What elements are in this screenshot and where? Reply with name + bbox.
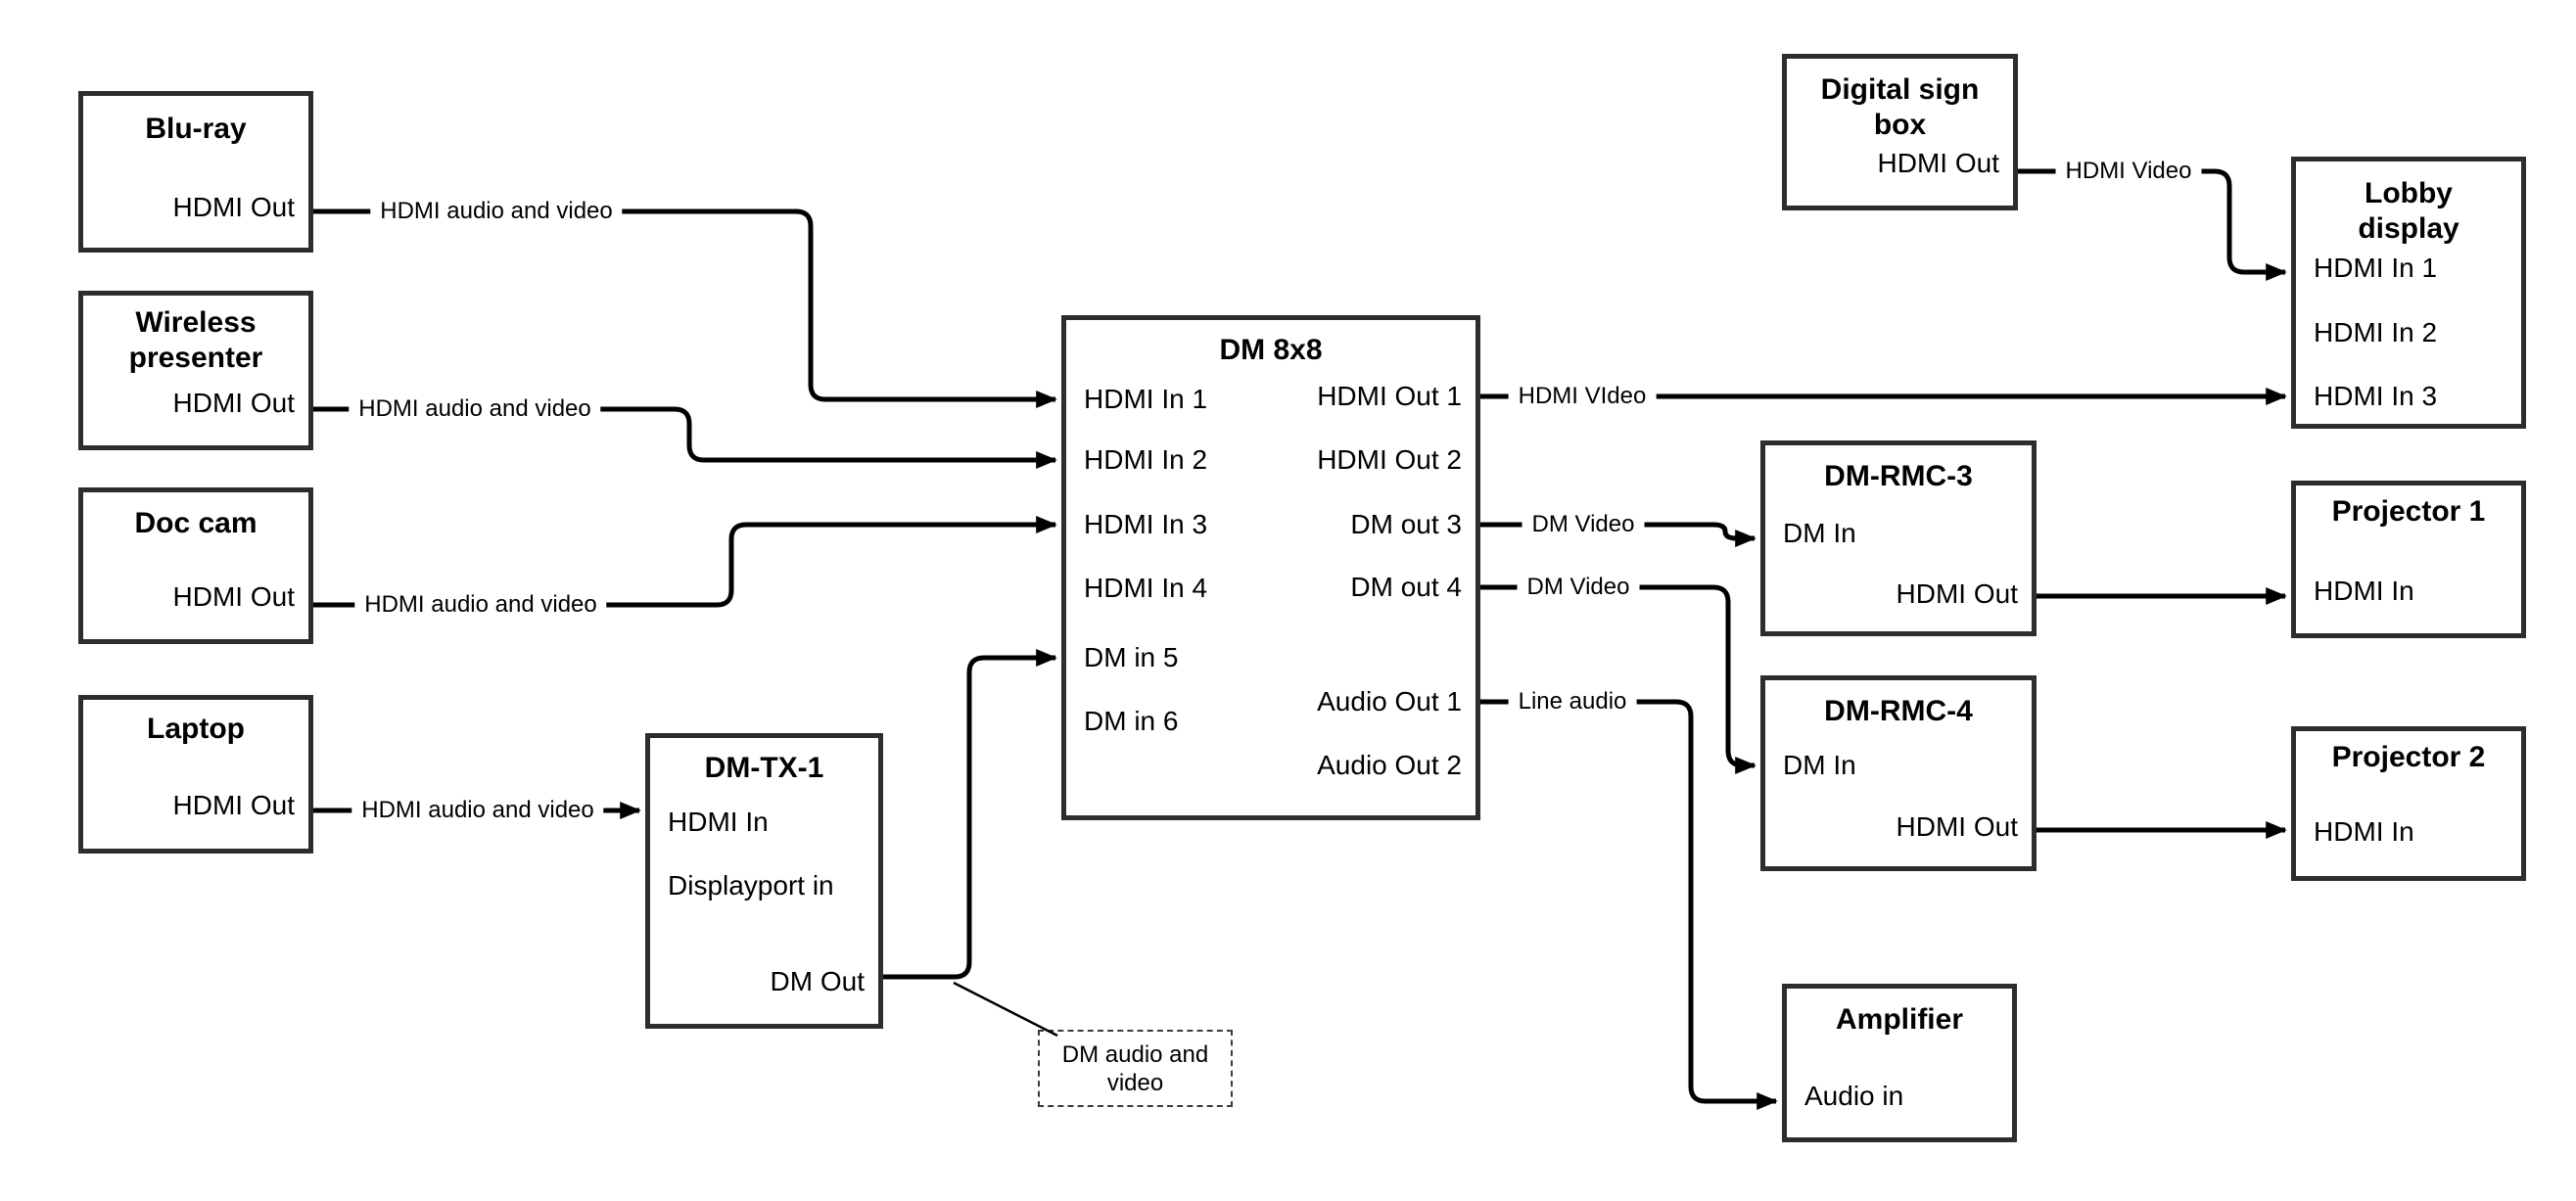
wire-label-hdmi-video-out1: HDMI VIdeo	[1508, 382, 1657, 411]
wire-label-dm-video-out3: DM Video	[1522, 510, 1645, 539]
wire-label-dm-video-out4: DM Video	[1517, 573, 1640, 602]
port-dm-out: DM Out	[770, 966, 865, 996]
wire-bluray-to-dm8x8-in1	[313, 208, 1057, 408]
port-hdmi-out: HDMI Out	[1896, 811, 2018, 842]
node-title: DM-TX-1	[704, 752, 824, 784]
port-hdmi-out: HDMI Out	[172, 192, 295, 222]
note-leader-line	[953, 981, 1058, 1038]
wire-label-hdmi-audio-video-3: HDMI audio and video	[354, 590, 607, 620]
wire-label-hdmi-video-sign: HDMI Video	[2055, 157, 2202, 186]
node-dm-8x8-switcher: DM 8x8 HDMI In 1 HDMI In 2 HDMI In 3 HDM…	[1061, 315, 1480, 820]
port-hdmi-in: HDMI In	[2314, 816, 2414, 847]
node-projector-1: Projector 1 HDMI In	[2291, 481, 2526, 638]
wire-dmtx1-to-dm8x8-in5	[883, 649, 1057, 980]
port-dm-in-6: DM in 6	[1084, 706, 1179, 736]
node-dm-rmc-3: DM-RMC-3 DM In HDMI Out	[1760, 440, 2037, 636]
port-hdmi-in-1: HDMI In 1	[1084, 384, 1208, 414]
node-blu-ray: Blu-ray HDMI Out	[78, 91, 313, 253]
port-dm-out-4: DM out 4	[1350, 572, 1462, 602]
node-projector-2: Projector 2 HDMI In	[2291, 726, 2526, 881]
port-hdmi-out-2: HDMI Out 2	[1317, 444, 1462, 475]
port-dm-in-5: DM in 5	[1084, 642, 1179, 672]
port-displayport-in: Displayport in	[668, 870, 834, 901]
node-title: DM 8x8	[1219, 334, 1323, 366]
port-audio-out-1: Audio Out 1	[1317, 686, 1462, 716]
node-title: DM-RMC-3	[1824, 460, 1973, 492]
port-hdmi-out: HDMI Out	[1896, 578, 2018, 609]
node-title: Laptop	[147, 713, 245, 745]
note-dm-audio-and-video: DM audio and video	[1038, 1030, 1233, 1107]
port-dm-out-3: DM out 3	[1350, 509, 1462, 539]
node-title: Digital sign box	[1820, 73, 1980, 141]
port-audio-in: Audio in	[1804, 1081, 1904, 1111]
node-title: Amplifier	[1835, 1003, 1964, 1036]
wire-label-line-audio: Line audio	[1508, 687, 1637, 716]
node-lobby-display: Lobby display HDMI In 1 HDMI In 2 HDMI I…	[2291, 157, 2526, 429]
port-hdmi-in-3: HDMI In 3	[2314, 381, 2438, 411]
wire-label-hdmi-audio-video-4: HDMI audio and video	[351, 796, 604, 825]
node-dm-tx-1: DM-TX-1 HDMI In Displayport in DM Out	[645, 733, 883, 1029]
node-laptop: Laptop HDMI Out	[78, 695, 313, 854]
node-title: Doc cam	[134, 507, 258, 539]
wire-label-hdmi-audio-video-2: HDMI audio and video	[349, 394, 601, 424]
node-title: Wireless presenter	[128, 306, 263, 374]
port-hdmi-in-1: HDMI In 1	[2314, 253, 2438, 283]
port-hdmi-out: HDMI Out	[172, 790, 295, 820]
node-title: Lobby display	[2358, 177, 2459, 245]
node-digital-sign-box: Digital sign box HDMI Out	[1782, 54, 2018, 210]
port-hdmi-out: HDMI Out	[172, 388, 295, 418]
wire-digitalsign-to-lobby-in1	[2018, 168, 2287, 281]
port-hdmi-out: HDMI Out	[172, 581, 295, 612]
port-hdmi-in-2: HDMI In 2	[2314, 317, 2438, 347]
port-hdmi-out: HDMI Out	[1877, 148, 1999, 178]
port-dm-in: DM In	[1783, 518, 1856, 548]
wire-dm8x8-audio1-to-amplifier	[1480, 699, 1778, 1110]
node-title: Blu-ray	[145, 113, 247, 145]
wire-dm8x8-out4-to-rmc4	[1480, 584, 1756, 774]
node-wireless-presenter: Wireless presenter HDMI Out	[78, 291, 313, 450]
node-title: DM-RMC-4	[1824, 695, 1973, 727]
port-hdmi-in-4: HDMI In 4	[1084, 573, 1208, 603]
port-audio-out-2: Audio Out 2	[1317, 750, 1462, 780]
node-title: Projector 1	[2331, 495, 2486, 528]
port-hdmi-out-1: HDMI Out 1	[1317, 381, 1462, 411]
port-hdmi-in: HDMI In	[668, 807, 769, 837]
port-dm-in: DM In	[1783, 750, 1856, 780]
wire-label-hdmi-audio-video-1: HDMI audio and video	[370, 197, 623, 226]
node-title: Projector 2	[2331, 741, 2486, 773]
port-hdmi-in-3: HDMI In 3	[1084, 509, 1208, 539]
port-hdmi-in: HDMI In	[2314, 576, 2414, 606]
node-dm-rmc-4: DM-RMC-4 DM In HDMI Out	[1760, 675, 2037, 871]
port-hdmi-in-2: HDMI In 2	[1084, 444, 1208, 475]
node-amplifier: Amplifier Audio in	[1782, 984, 2017, 1142]
node-doc-cam: Doc cam HDMI Out	[78, 487, 313, 644]
